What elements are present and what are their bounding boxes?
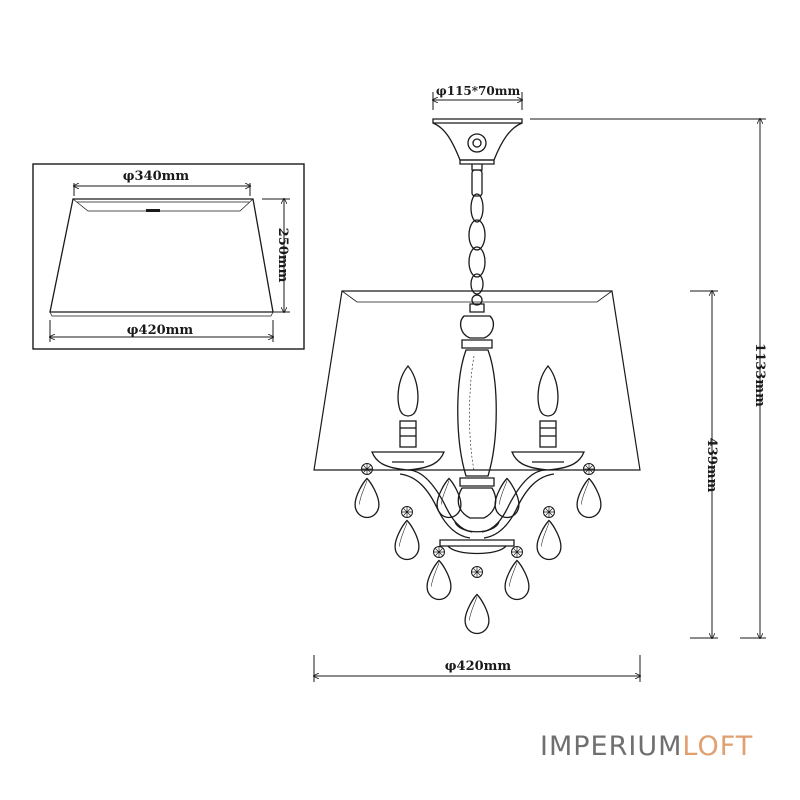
total-height-dimension: 1133mm <box>530 119 767 638</box>
shade-width-dimension: φ420mm <box>314 655 640 682</box>
shade-height-label: 250mm <box>275 228 290 283</box>
shade-bottom-diameter-label: φ420mm <box>127 323 194 338</box>
central-column <box>439 303 515 555</box>
shade-detail-outline <box>49 198 274 317</box>
canopy-size-label: φ115*70mm <box>436 84 521 98</box>
crystal-drops <box>354 477 602 635</box>
shade-height-dimension: 250mm <box>262 199 290 312</box>
main-shade <box>313 290 641 471</box>
right-candle <box>511 364 585 471</box>
brand-name-part2: LOFT <box>682 731 754 762</box>
left-candle <box>371 364 445 471</box>
chain <box>468 169 486 306</box>
rosettes <box>360 462 596 579</box>
canopy <box>432 118 523 171</box>
shade-detail-panel: φ340mm 250mm φ420mm <box>32 163 305 350</box>
body-height-dimension: 439mm <box>690 291 719 638</box>
brand-name-part1: IMPERIUM <box>540 731 683 762</box>
arms <box>399 469 555 539</box>
shade-top-diameter-label: φ340mm <box>123 169 190 184</box>
shade-diameter-label: φ420mm <box>445 659 512 674</box>
shade-bottom-dimension: φ420mm <box>50 320 273 342</box>
chandelier-drawing <box>313 118 641 635</box>
canopy-dimension: φ115*70mm <box>433 84 522 110</box>
total-height-label: 1133mm <box>752 343 767 407</box>
body-height-label: 439mm <box>704 438 719 493</box>
brand-logo: IMPERIUMLOFT <box>540 733 753 760</box>
shade-top-dimension: φ340mm <box>74 169 250 196</box>
